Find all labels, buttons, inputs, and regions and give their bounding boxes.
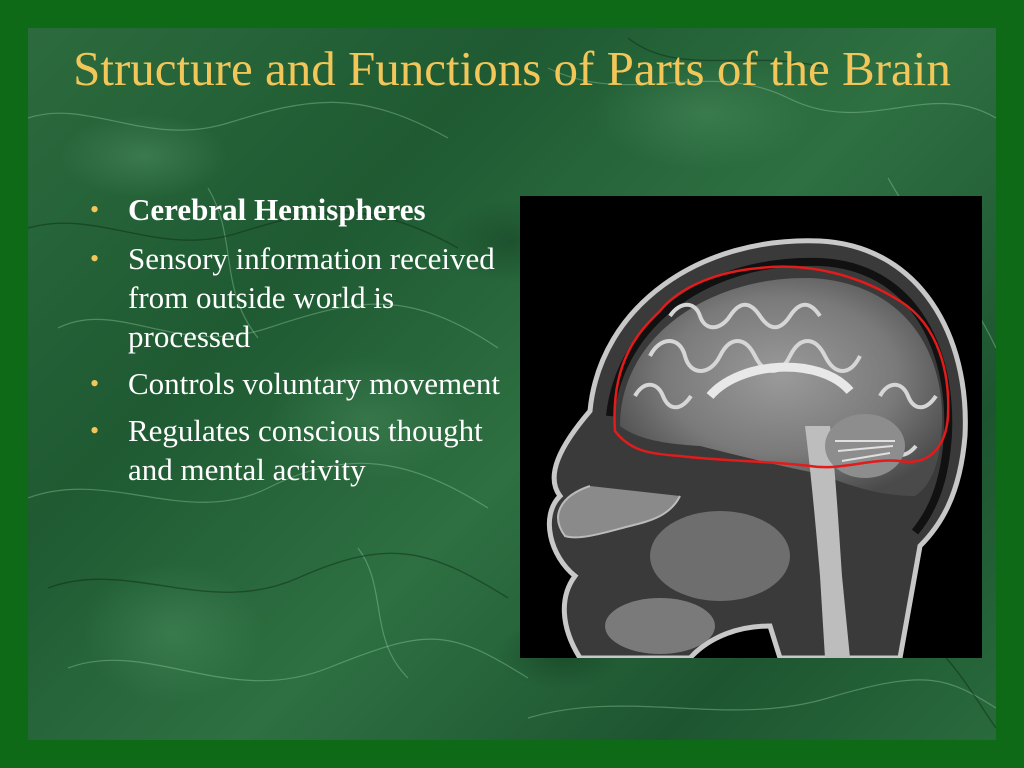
bullet-item: • Controls voluntary movement bbox=[90, 364, 520, 403]
cerebrum-outline bbox=[613, 265, 950, 469]
marble-texture bbox=[28, 37, 996, 729]
bullet-list: • Cerebral Hemispheres • Sensory informa… bbox=[90, 190, 520, 497]
bullet-dot-icon: • bbox=[90, 244, 100, 273]
bullet-text: Sensory information received from outsid… bbox=[128, 241, 495, 354]
brain-mri-image bbox=[520, 196, 982, 661]
bullet-item: • Sensory information received from outs… bbox=[90, 239, 520, 356]
bullet-text: Regulates conscious thought and mental a… bbox=[128, 413, 483, 487]
bullet-text: Cerebral Hemispheres bbox=[128, 192, 426, 227]
brain-mri-illustration bbox=[520, 196, 982, 661]
bullet-item: • Regulates conscious thought and mental… bbox=[90, 411, 520, 489]
bullet-text: Controls voluntary movement bbox=[128, 366, 500, 401]
bullet-item: • Cerebral Hemispheres bbox=[90, 190, 520, 229]
bullet-dot-icon: • bbox=[90, 416, 100, 445]
bullet-dot-icon: • bbox=[90, 195, 100, 224]
bullet-dot-icon: • bbox=[90, 369, 100, 398]
slide-background: Structure and Functions of Parts of the … bbox=[28, 28, 996, 740]
slide-title: Structure and Functions of Parts of the … bbox=[73, 41, 951, 96]
